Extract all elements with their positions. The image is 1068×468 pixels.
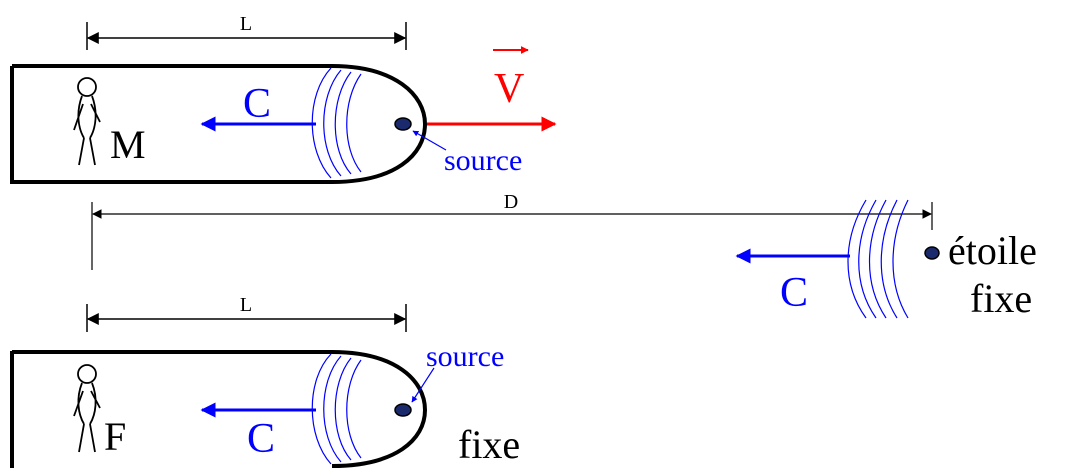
distance-dimension: D [91, 191, 933, 270]
star-name-label: étoile [948, 228, 1037, 273]
length-dimension-top: L [86, 13, 407, 50]
velocity-label: V [494, 66, 524, 112]
source-label-top: source [444, 144, 522, 177]
length-dimension-bottom: L [86, 294, 407, 332]
source-pointer-top [412, 130, 447, 151]
observer-m-label: M [110, 122, 146, 167]
source-label-bottom: source [426, 340, 504, 373]
light-label-top: C [243, 81, 271, 127]
ship-hull-bottom [10, 350, 332, 468]
source-dot-top [394, 117, 412, 131]
fixed-label-bottom: fixe [458, 422, 520, 467]
observer-f-icon [73, 364, 101, 453]
star-state-label: fixe [970, 276, 1032, 321]
wavefronts-top [311, 67, 362, 179]
fixed-star: C étoile fixe [735, 199, 1037, 321]
star-dot [924, 246, 940, 260]
length-label-bottom: L [240, 294, 252, 316]
length-label-top: L [240, 13, 252, 35]
moving-ship: L M C source V [10, 13, 557, 184]
observer-f-label: F [104, 414, 126, 459]
wavefronts-star [847, 199, 909, 319]
source-pointer-bottom [411, 367, 435, 403]
source-dot-bottom [394, 403, 412, 417]
ship-nose-top [331, 64, 428, 184]
light-label-bottom: C [247, 416, 275, 462]
ship-nose-bottom [331, 350, 428, 468]
light-label-star: C [780, 270, 808, 316]
fixed-ship: L F C source fixe [10, 294, 520, 468]
wavefronts-bottom [311, 353, 362, 465]
ship-hull-top [10, 64, 332, 184]
observer-m-icon [73, 77, 101, 166]
distance-label: D [504, 191, 518, 213]
